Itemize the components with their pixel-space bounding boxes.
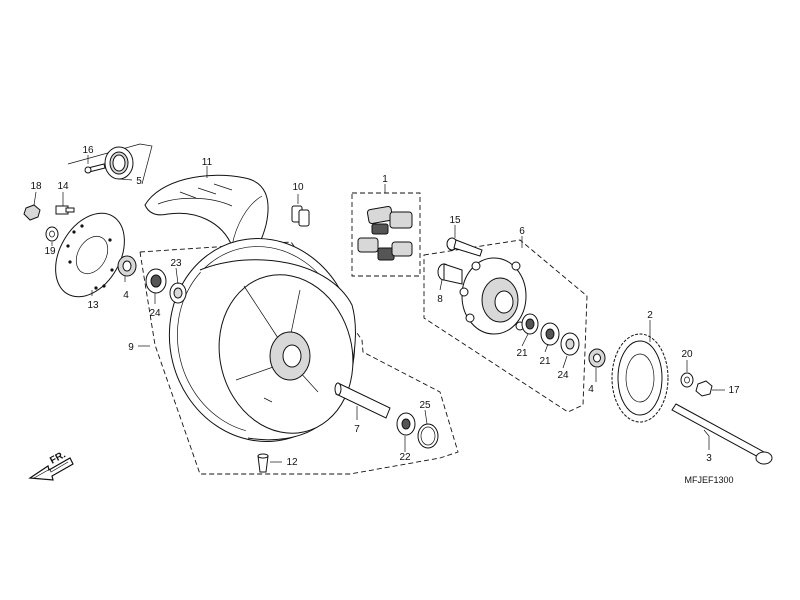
washer-19-icon [45, 226, 59, 242]
callout-21a: 21 [516, 348, 528, 359]
drive-sprocket-icon [611, 333, 669, 423]
pulser-ring-icon [104, 146, 134, 180]
callout-10: 10 [292, 182, 304, 193]
leader-lines [33, 155, 725, 463]
collar-4-left-icon [117, 255, 137, 277]
callout-9: 9 [128, 342, 134, 353]
callout-labels: 1 2 3 4 4 5 6 7 8 9 10 11 12 13 14 15 16… [30, 145, 740, 468]
callout-8: 8 [437, 294, 443, 305]
callout-12: 12 [286, 457, 298, 468]
callout-24-right: 24 [557, 370, 569, 381]
callout-14: 14 [57, 181, 69, 192]
callout-21b: 21 [539, 356, 551, 367]
callout-23: 23 [170, 258, 182, 269]
bearing-21b-icon [540, 322, 560, 346]
final-driven-flange-icon [459, 257, 527, 335]
callout-11: 11 [202, 157, 213, 168]
callout-19: 19 [44, 246, 56, 257]
callout-22: 22 [399, 452, 411, 463]
valve-12-icon [257, 453, 269, 473]
callout-13: 13 [87, 300, 99, 311]
callout-15: 15 [449, 215, 461, 226]
callout-2: 2 [647, 310, 653, 321]
seal-23-icon [169, 282, 187, 304]
callout-16: 16 [82, 145, 94, 156]
brake-disc-icon [55, 212, 125, 298]
seal-25-icon [417, 423, 439, 449]
stud-8-icon [437, 263, 463, 285]
brake-pad-set-icon [357, 205, 413, 261]
callout-4-left: 4 [123, 290, 129, 301]
bearing-22-icon [396, 412, 416, 436]
front-arrow-icon: FR. [28, 449, 74, 481]
callout-20: 20 [681, 349, 693, 360]
bolt-15-icon [446, 237, 483, 257]
nut-18-icon [23, 204, 41, 221]
rear-wheel-icon [168, 238, 356, 442]
callout-17: 17 [728, 385, 740, 396]
callout-7: 7 [354, 424, 360, 435]
callout-25: 25 [419, 400, 431, 411]
clip-10-icon [291, 205, 310, 227]
bearing-24-left-icon [145, 268, 167, 294]
diagram-code: MFJEF1300 [684, 475, 733, 485]
rear-axle-icon [671, 403, 773, 465]
nut-17-icon [695, 380, 713, 397]
callout-5: 5 [136, 176, 142, 187]
spacer-7-icon [334, 382, 391, 419]
callout-6: 6 [519, 226, 525, 237]
callout-4-right: 4 [588, 384, 594, 395]
callout-18: 18 [30, 181, 42, 192]
callout-1: 1 [382, 174, 388, 185]
collar-4-right-icon [588, 348, 606, 368]
washer-20-icon [680, 372, 694, 388]
callout-24-left: 24 [149, 308, 161, 319]
bearing-21a-icon [521, 313, 539, 335]
bearing-24-right-icon [560, 332, 580, 356]
bolt-14-icon [55, 205, 75, 215]
bolt-16-icon [84, 163, 106, 174]
callout-3: 3 [706, 453, 712, 464]
